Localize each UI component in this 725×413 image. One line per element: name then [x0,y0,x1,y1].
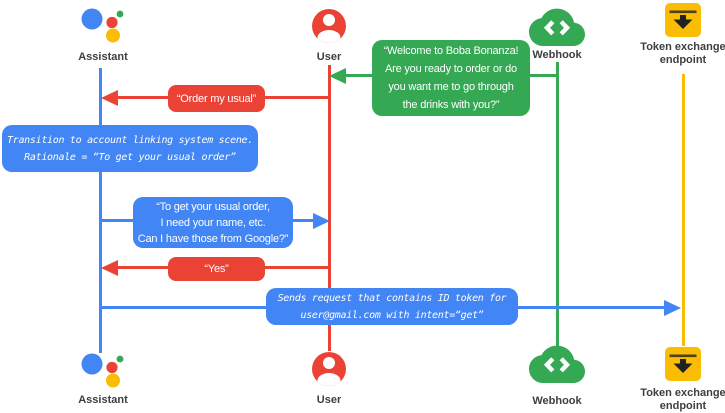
token-endpoint-icon [665,347,701,381]
welcome-line-1: “Welcome to Boba Bonanza! [383,45,519,57]
webhook-label-top: Webhook [532,49,582,61]
get-order-message-bubble: “To get your usual order, I need your na… [133,197,293,248]
assistant-label-bottom: Assistant [78,394,128,406]
webhook-label-bottom: Webhook [532,395,582,407]
get-order-line-3: Can I have those from Google?” [137,232,289,245]
token-endpoint-label-top-line1: Token exchange [640,41,725,53]
assistant-icon [81,8,124,43]
welcome-line-4: the drinks with you?” [402,99,500,111]
assistant-lifeline [99,68,102,353]
transition-line-2: Rationale = “To get your usual order” [24,151,236,163]
send-request-arrowhead-icon [664,300,681,316]
assistant-icon [81,353,124,388]
yes-arrowhead-icon [101,260,118,276]
user-icon [312,9,346,43]
welcome-line-3: you want me to go through [388,81,514,93]
assistant-label-top: Assistant [78,51,128,63]
token-endpoint-label-top: Token exchange endpoint [623,41,725,66]
token-endpoint-label-bottom: Token exchange endpoint [623,387,725,412]
welcome-arrowhead-icon [329,68,346,84]
send-request-system-box: Sends request that contains ID token for… [266,288,518,325]
send-request-line-1: Sends request that contains ID token for [277,292,507,304]
user-icon [312,352,346,386]
webhook-lifeline [556,62,559,347]
get-order-line-2: I need your name, etc. [160,216,266,229]
welcome-message-bubble: “Welcome to Boba Bonanza! Are you ready … [372,40,530,116]
get-order-line-1: “To get your usual order, [156,200,270,213]
token-endpoint-icon [665,3,701,37]
token-endpoint-label-bottom-line1: Token exchange [640,387,725,399]
user-label-bottom: User [316,394,342,406]
user-label-top: User [316,51,342,63]
order-usual-message-bubble: “Order my usual” [168,85,265,112]
order-usual-arrowhead-icon [101,90,118,106]
webhook-icon [529,345,585,383]
token-endpoint-label-bottom-line2: endpoint [659,399,707,412]
webhook-icon [529,8,585,46]
user-lifeline [328,65,331,351]
transition-line-1: Transition to account linking system sce… [7,134,253,146]
transition-system-box: Transition to account linking system sce… [2,125,258,172]
yes-message-bubble: “Yes” [168,257,265,281]
token-endpoint-lifeline [682,74,685,346]
send-request-line-2: user@gmail.com with intent=“get” [300,309,484,321]
get-order-arrowhead-icon [313,213,330,229]
token-endpoint-label-top-line2: endpoint [659,53,707,66]
welcome-line-2: Are you ready to order or do [385,63,517,75]
